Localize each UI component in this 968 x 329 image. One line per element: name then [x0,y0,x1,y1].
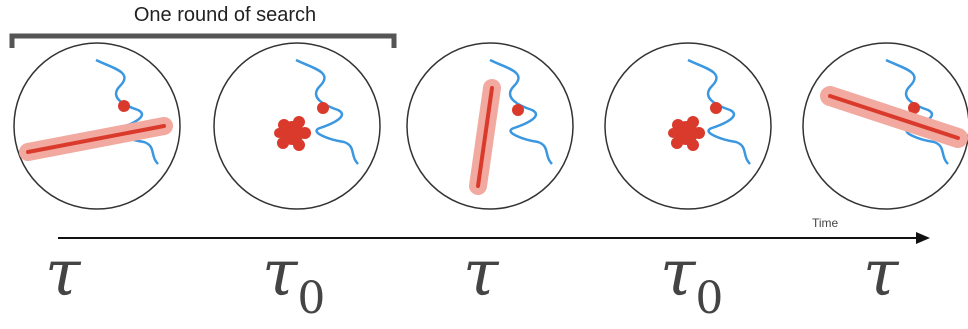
panel-1-circle [13,42,181,210]
symbol-2: τ0 [262,237,326,324]
panel-4-blob [668,116,705,151]
panel-5-rod [828,94,960,140]
symbol-4: τ0 [660,237,724,324]
panel-3-rod [476,86,494,188]
symbol-3: τ [463,237,499,311]
panel-2-dot [317,102,329,114]
panel-5-circle [802,42,968,210]
panel-5 [802,42,968,210]
time-arrowhead [916,232,930,244]
panel-4-strand [687,58,751,165]
panel-2 [213,42,381,210]
panel-2-blob [274,116,311,151]
time-label: Time [812,216,839,230]
panel-2-strand [295,58,359,165]
panel-4 [604,42,772,210]
panel-1-dot [118,100,130,112]
panel-1-strand [95,58,159,165]
panel-1-rod [26,124,166,154]
panel-1 [13,42,181,210]
panel-5-dot [908,102,920,114]
panel-3-dot [512,104,524,116]
panel-3-strand [489,58,553,165]
round-bracket [9,33,397,48]
panel-4-dot [710,102,722,114]
symbol-5: τ [863,237,899,311]
symbol-1: τ [45,237,81,311]
panel-3 [406,42,574,210]
bracket-label: One round of search [133,4,317,26]
